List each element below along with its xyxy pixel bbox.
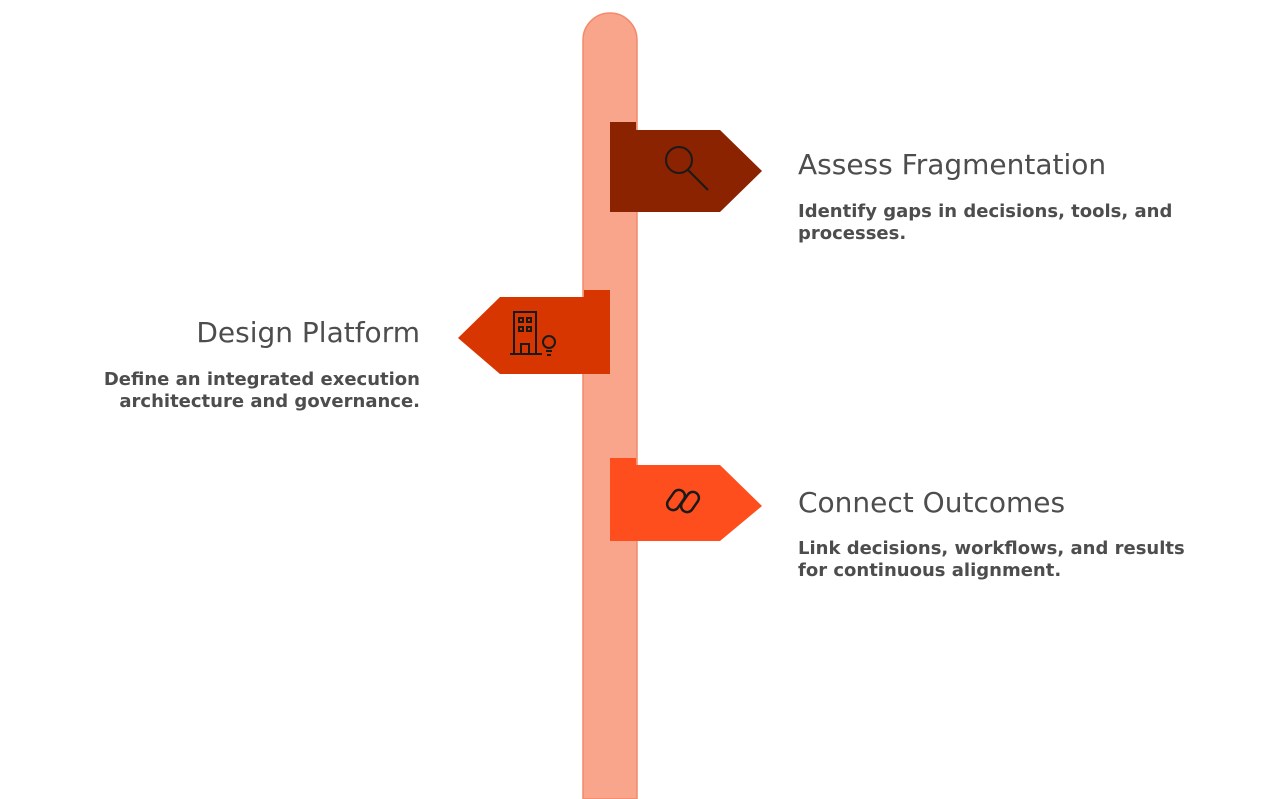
magnifying-glass-icon [665, 146, 709, 191]
description-line: Define an integrated execution [103, 369, 420, 390]
sign-connect-outcomes [610, 458, 762, 548]
description-line: processes. [798, 223, 907, 244]
step-description-design-platform: Define an integrated execution architect… [0, 369, 420, 413]
chain-link-icon [665, 488, 701, 514]
step-description-connect-outcomes: Link decisions, workflows, and results f… [798, 538, 1286, 582]
step-title-assess-fragmentation: Assess Fragmentation [798, 148, 1107, 181]
step-title-connect-outcomes: Connect Outcomes [798, 486, 1066, 519]
sign-design-platform [458, 290, 610, 380]
step-description-assess-fragmentation: Identify gaps in decisions, tools, and p… [798, 201, 1278, 245]
building-lightbulb-icon [510, 311, 556, 356]
description-line: Identify gaps in decisions, tools, and [798, 201, 1173, 222]
description-line: architecture and governance. [119, 391, 420, 412]
step-title-design-platform: Design Platform [196, 316, 420, 349]
sign-assess-fragmentation [610, 122, 762, 212]
description-line: Link decisions, workflows, and results [798, 538, 1185, 559]
description-line: for continuous alignment. [798, 560, 1062, 581]
